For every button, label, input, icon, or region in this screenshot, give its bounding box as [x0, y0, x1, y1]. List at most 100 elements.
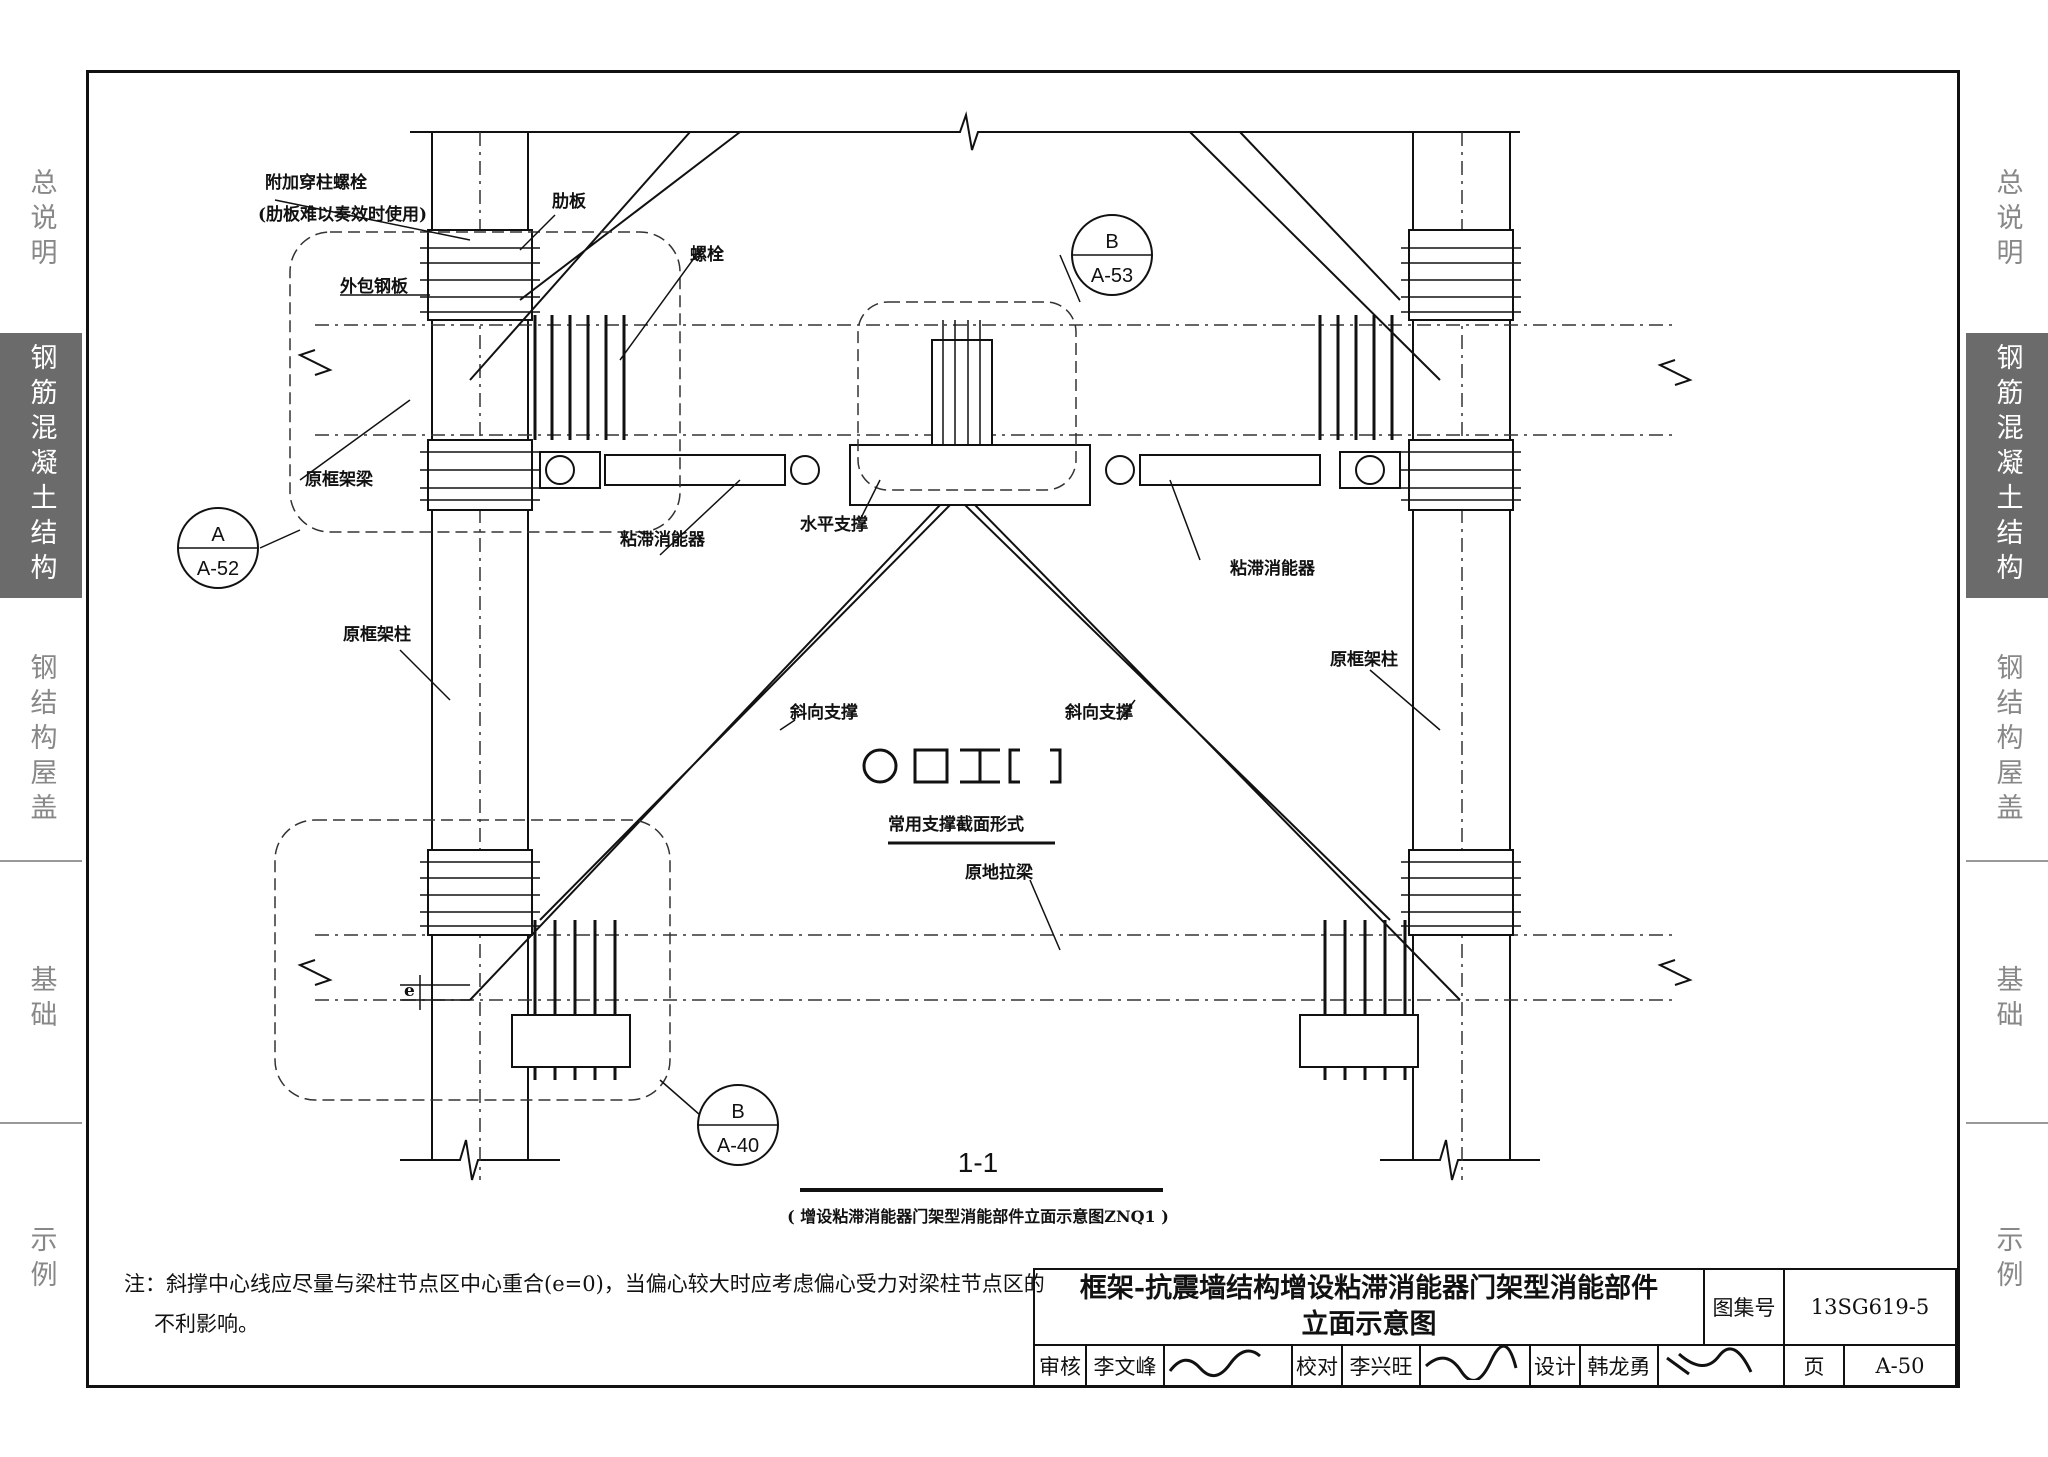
diagonal-brace-left — [469, 504, 951, 1001]
ref-b53-top: B — [1105, 231, 1118, 253]
beam-break-left — [297, 349, 333, 376]
leader-horizontal-brace — [859, 479, 881, 521]
tab-rc-structure-left[interactable]: 钢筋混凝土结构 — [0, 333, 82, 598]
tab-label: 钢筋混凝土结构 — [1991, 343, 2023, 588]
tab-label: 示例 — [25, 1225, 57, 1295]
tab-steel-roof-right[interactable]: 钢结构屋盖 — [1966, 620, 2048, 860]
bottom-plate-left — [511, 1014, 631, 1068]
detail-box-b53 — [857, 301, 1077, 491]
leader-frame-beam — [299, 399, 411, 481]
tab-divider — [1966, 1122, 2048, 1124]
label-extra-bolt-note: (肋板难以奏效时使用) — [258, 204, 427, 225]
atlas-number: 13SG619-5 — [1785, 1270, 1957, 1346]
leader-brace-right — [1119, 699, 1136, 721]
leader-ground-beam — [1029, 879, 1061, 951]
label-horizontal-brace: 水平支撑 — [800, 514, 868, 535]
outer-steel-plate-tl — [427, 229, 533, 321]
drawing-title: 框架-抗震墙结构增设粘滞消能器门架型消能部件 立面示意图 — [1035, 1270, 1705, 1346]
pin-center-left — [790, 455, 820, 485]
leader-brace-left — [779, 719, 796, 731]
label-ground-beam: 原地拉梁 — [965, 862, 1034, 883]
label-rib-plate: 肋板 — [552, 191, 587, 212]
leader-column-left — [399, 649, 451, 701]
title-line-2: 立面示意图 — [1301, 1309, 1437, 1340]
pin-right — [1355, 455, 1385, 485]
leader-ref-b40 — [659, 1079, 701, 1116]
label-damper-right: 粘滞消能器 — [1230, 558, 1316, 579]
tab-general-left[interactable]: 总说明 — [0, 110, 82, 330]
review-label: 审核 — [1035, 1346, 1087, 1387]
upper-right-brace — [1189, 131, 1441, 381]
bottom-break-left — [400, 1139, 560, 1181]
tab-foundation-left[interactable]: 基础 — [0, 880, 82, 1120]
check-label: 校对 — [1293, 1346, 1343, 1387]
upper-left-brace — [469, 131, 741, 381]
bolt-rows-tl — [420, 247, 540, 313]
title-block: 框架-抗震墙结构增设粘滞消能器门架型消能部件 立面示意图 图集号 13SG619… — [1033, 1268, 1957, 1387]
pin-left — [545, 455, 575, 485]
tab-label: 钢筋混凝土结构 — [25, 343, 57, 588]
review-name: 李文峰 — [1087, 1346, 1165, 1387]
tab-example-right[interactable]: 示例 — [1966, 1140, 2048, 1380]
review-signature-mark — [1168, 1349, 1261, 1377]
drawing-note: 注：斜撑中心线应尽量与梁柱节点区中心重合(e=0)，当偏心较大时应考虑偏心受力对… — [124, 1264, 1045, 1344]
tab-foundation-right[interactable]: 基础 — [1966, 880, 2048, 1120]
atlas-label: 图集号 — [1705, 1270, 1785, 1346]
section-mark: 1-1 — [958, 1147, 998, 1178]
label-bolt: 螺栓 — [690, 244, 724, 265]
tab-general-right[interactable]: 总说明 — [1966, 110, 2048, 330]
check-signature-mark — [1424, 1346, 1518, 1380]
design-signature-mark — [1666, 1347, 1753, 1376]
viscous-damper-right — [1139, 454, 1321, 486]
label-frame-beam: 原框架梁 — [305, 469, 374, 490]
ground-break-right — [1657, 959, 1693, 986]
viscous-damper-left — [604, 454, 786, 486]
tab-label: 基础 — [25, 965, 57, 1035]
leader-rib-plate — [519, 214, 556, 251]
design-name: 韩龙勇 — [1581, 1346, 1659, 1387]
page-label: 页 — [1785, 1346, 1845, 1387]
detail-box-b40 — [274, 819, 671, 1101]
page-number: A-50 — [1845, 1346, 1957, 1387]
ref-b53-bottom: A-53 — [1091, 265, 1133, 287]
bolt-rows-ml — [420, 451, 540, 501]
tab-steel-roof-left[interactable]: 钢结构屋盖 — [0, 620, 82, 860]
label-outer-steel-plate: 外包钢板 — [340, 276, 409, 297]
bolt-rows-mr — [1401, 451, 1521, 501]
outer-steel-plate-bl — [427, 849, 533, 936]
check-name: 李兴旺 — [1343, 1346, 1421, 1387]
design-label: 设计 — [1531, 1346, 1581, 1387]
leader-column-right — [1369, 669, 1441, 731]
review-signature — [1165, 1346, 1293, 1387]
beam-break-right — [1657, 359, 1693, 386]
ref-b40-top: B — [731, 1101, 744, 1123]
eccentricity-mark — [400, 975, 470, 1010]
note-line-1: 注：斜撑中心线应尽量与梁柱节点区中心重合(e=0)，当偏心较大时应考虑偏心受力对… — [124, 1272, 1045, 1296]
tab-label: 示例 — [1991, 1225, 2023, 1295]
check-signature — [1421, 1346, 1531, 1387]
tab-divider — [0, 1122, 82, 1124]
ref-a52-bottom: A-52 — [197, 558, 239, 580]
label-extra-bolt: 附加穿柱螺栓 — [265, 172, 367, 193]
tab-label: 钢结构屋盖 — [25, 652, 57, 828]
tab-example-left[interactable]: 示例 — [0, 1140, 82, 1380]
tab-label: 钢结构屋盖 — [1991, 652, 2023, 828]
label-brace-left: 斜向支撑 — [789, 702, 858, 723]
leader-damper-right — [1169, 479, 1201, 561]
note-line-2: 不利影响。 — [154, 1312, 259, 1336]
bottom-break-right — [1380, 1139, 1540, 1181]
section-caption: ( 增设粘滞消能器门架型消能部件立面示意图ZNQ1 ) — [787, 1207, 1169, 1226]
title-line-1: 框架-抗震墙结构增设粘滞消能器门架型消能部件 — [1079, 1273, 1659, 1304]
diagonal-brace-right — [964, 504, 1461, 1001]
brace-hanger-block — [931, 339, 993, 446]
label-brace-right: 斜向支撑 — [1064, 702, 1133, 723]
tab-rc-structure-right[interactable]: 钢筋混凝土结构 — [1966, 333, 2048, 598]
tab-label: 总说明 — [1991, 167, 2023, 273]
ref-b40-bottom: A-40 — [717, 1135, 759, 1157]
ground-break-left — [297, 959, 333, 986]
tab-label: 基础 — [1991, 965, 2023, 1035]
bolt-rows-bl — [420, 861, 540, 927]
outer-steel-plate-br — [1408, 849, 1514, 936]
outer-steel-plate-tr — [1408, 229, 1514, 321]
